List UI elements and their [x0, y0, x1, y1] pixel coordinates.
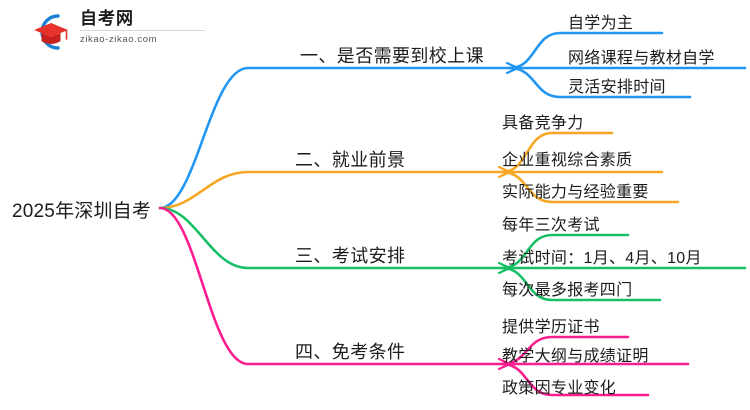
site-logo: 自考网 zikao-zikao.com	[28, 8, 208, 54]
leaf-node-2-3[interactable]: 实际能力与经验重要	[502, 184, 649, 201]
leaf-node-1-3[interactable]: 灵活安排时间	[568, 79, 666, 96]
leaf-node-2-2[interactable]: 企业重视综合素质	[502, 152, 633, 169]
graduation-cap-icon	[28, 10, 74, 52]
logo-text: 自考网 zikao-zikao.com	[80, 8, 205, 47]
branch-4-connectors	[158, 206, 690, 397]
leaf-node-1-1[interactable]: 自学为主	[568, 15, 634, 32]
leaf-node-4-2[interactable]: 教学大纲与成绩证明	[502, 348, 649, 365]
leaf-node-4-1[interactable]: 提供学历证书	[502, 319, 600, 336]
root-node[interactable]: 2025年深圳自考	[12, 201, 152, 222]
leaf-node-3-2[interactable]: 考试时间：1月、4月、10月	[502, 250, 702, 267]
leaf-node-3-3[interactable]: 每次最多报考四门	[502, 282, 633, 299]
branch-node-3[interactable]: 三、考试安排	[295, 246, 406, 266]
leaf-node-3-1[interactable]: 每年三次考试	[502, 217, 600, 234]
leaf-node-1-2[interactable]: 网络课程与教材自学	[568, 50, 715, 67]
branch-node-1[interactable]: 一、是否需要到校上课	[300, 46, 484, 66]
logo-url: zikao-zikao.com	[80, 34, 158, 45]
leaf-node-2-1[interactable]: 具备竞争力	[502, 115, 584, 132]
branch-node-2[interactable]: 二、就业前景	[295, 150, 406, 170]
logo-name: 自考网	[80, 8, 205, 31]
leaf-node-4-3[interactable]: 政策因专业变化	[502, 380, 617, 397]
branch-node-4[interactable]: 四、免考条件	[295, 342, 406, 362]
